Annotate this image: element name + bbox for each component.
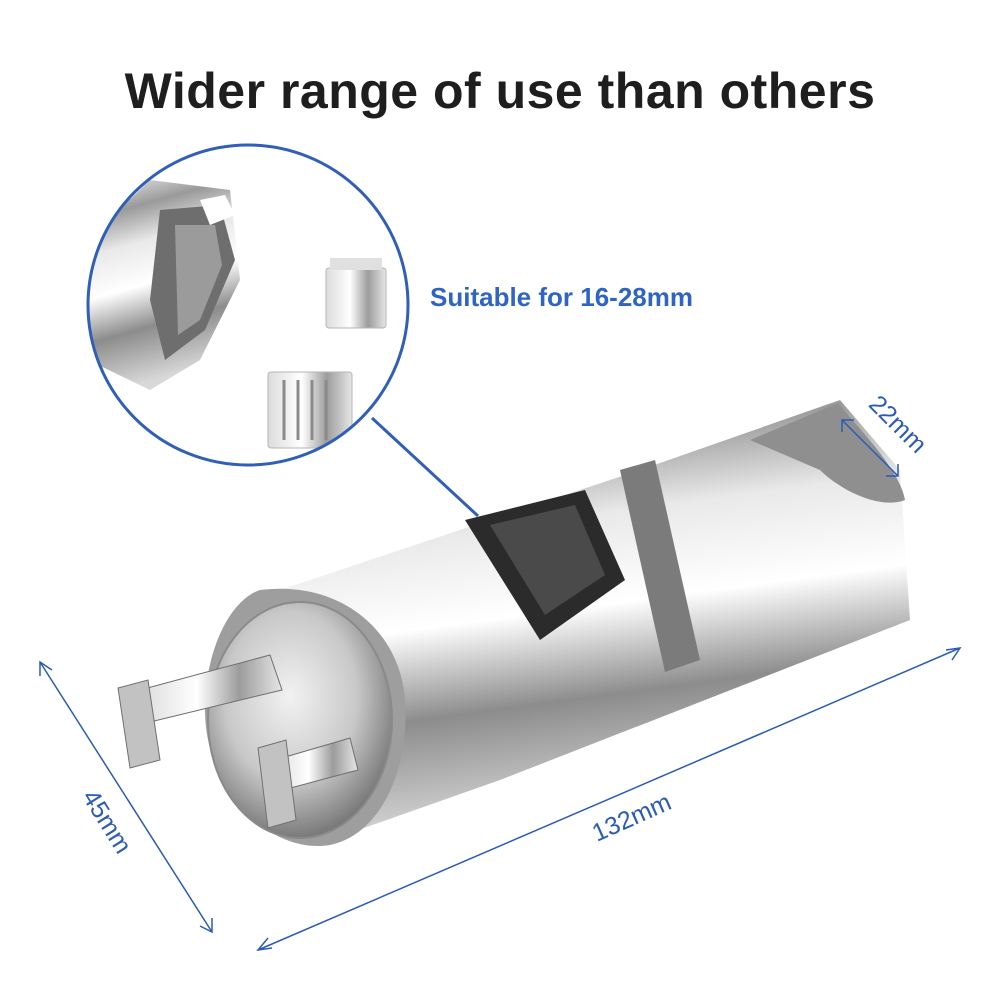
dimension-height-label: 45mm: [77, 785, 138, 859]
dimension-length-label: 132mm: [588, 788, 676, 847]
detail-zoom-circle: [86, 143, 480, 518]
shower-rail-slider: [117, 400, 910, 847]
size-callout: Suitable for 16-28mm: [430, 282, 693, 312]
headline: Wider range of use than others: [124, 63, 876, 119]
